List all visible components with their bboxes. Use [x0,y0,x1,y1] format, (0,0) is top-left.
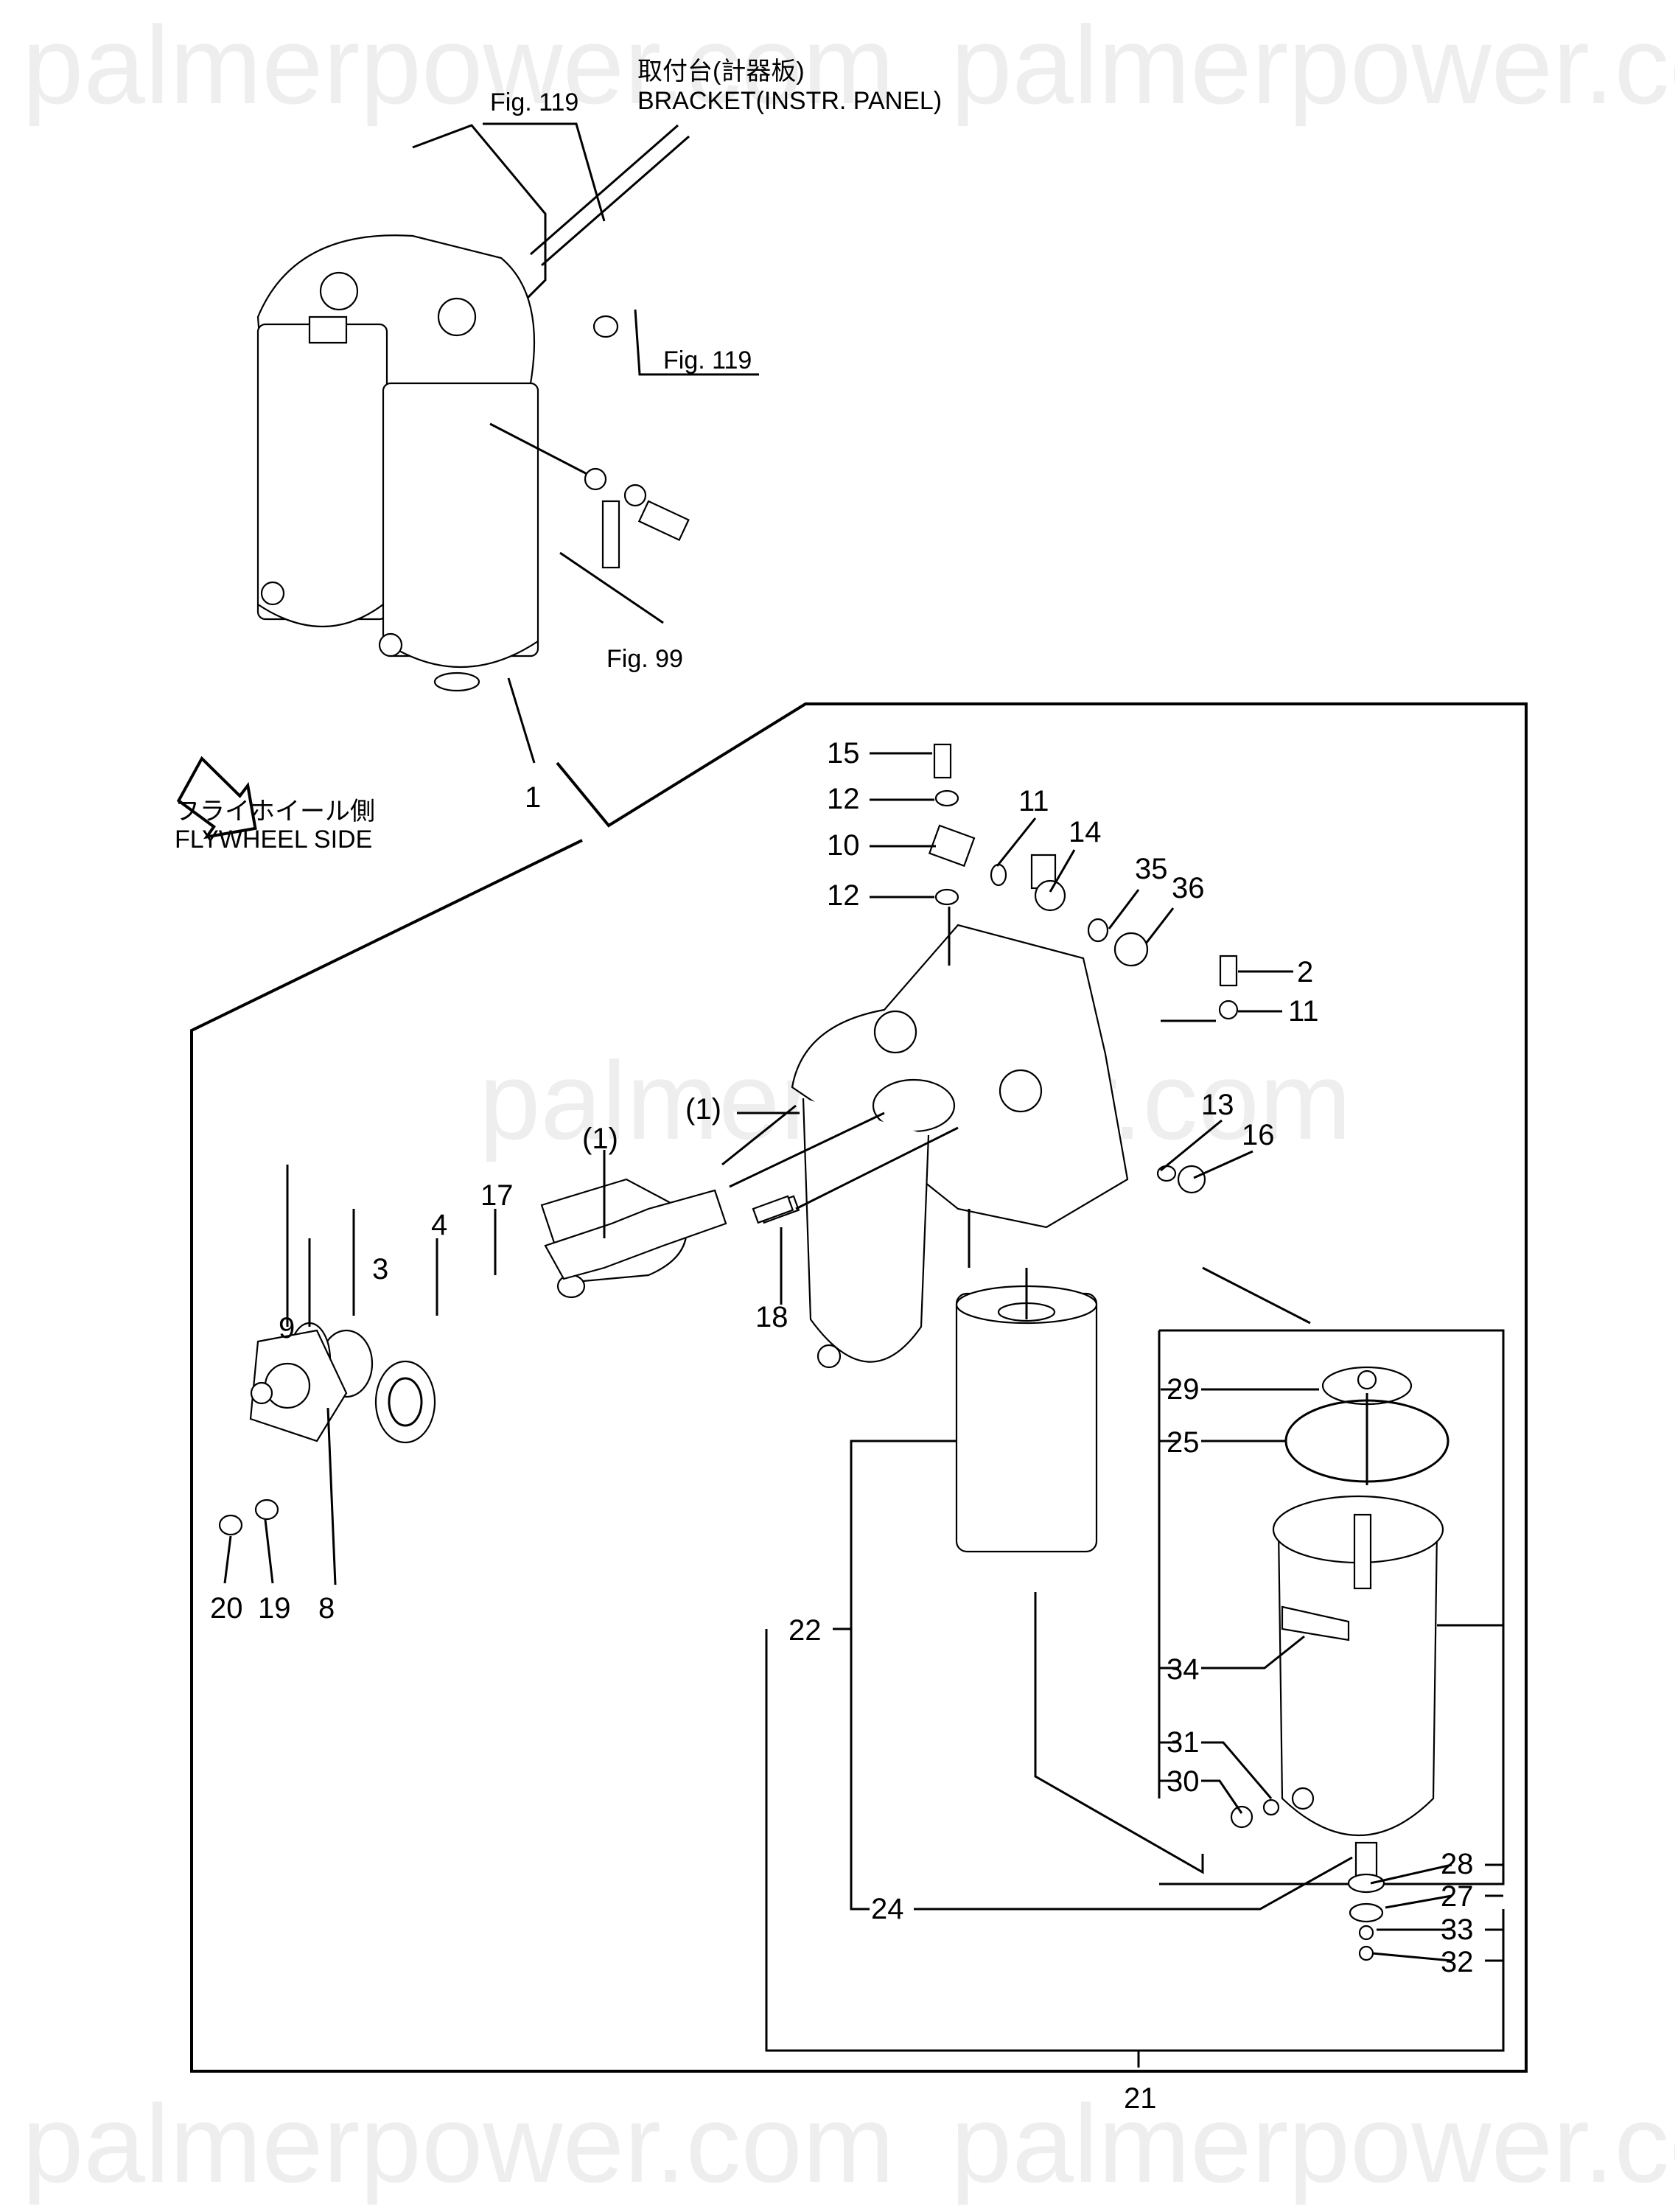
filter-element [955,1268,1204,1874]
fig99-leader [559,551,664,624]
part-label-21: 21 [1124,2082,1157,2115]
part-label-12: 12 [827,783,860,815]
watermark-bottom-left: palmerpower.com [22,2082,895,2205]
part-label-25: 25 [1167,1426,1200,1459]
part-label-12: 12 [827,879,860,912]
part-label-33: 33 [1441,1913,1474,1946]
part-label-35: 35 [1135,853,1168,885]
part-labels: 15 12 10 12 11 14 35 36 2 11 13 16 (1) (… [210,737,1474,2115]
part-label-27: 27 [1441,1880,1474,1913]
assembly-1-leader [507,677,536,764]
watermark-top-left: palmerpower.com [22,3,895,127]
part-label-32: 32 [1441,1946,1474,1978]
part-label-28: 28 [1441,1848,1474,1880]
part-label-17: 17 [480,1179,514,1212]
part-label-8: 8 [318,1592,335,1625]
part-label-10: 10 [827,829,860,862]
part-label-9: 9 [279,1312,295,1344]
part-label-1: 1 [525,781,541,814]
part-label-36: 36 [1172,872,1205,904]
flywheel-arrow-icon [176,756,257,840]
part-label-29: 29 [1167,1373,1200,1406]
part-label-30: 30 [1167,1765,1200,1798]
part-label-13: 13 [1201,1089,1234,1121]
valve-stem [544,1112,959,1305]
fig119-right-leader [634,309,759,376]
nut [592,315,619,338]
bracket-label-jp: 取付台(計器板) [637,57,805,86]
watermark-top-right: palmerpower.com [951,3,1675,127]
part-label-15: 15 [827,737,860,770]
part-label-1-sub: (1) [685,1093,721,1126]
filter-assembly-overview [256,124,547,692]
separator-bowl [1230,1366,1450,1961]
part-label-34: 34 [1167,1653,1200,1686]
flywheel-side-jp: フライホイール側 [175,798,375,826]
fig99-ref[interactable]: Fig. 99 [606,645,683,673]
filter-head-detail [791,924,1129,1369]
part-label-11: 11 [1288,995,1319,1028]
stud-bolt [530,124,690,267]
part-label-16: 16 [1242,1119,1275,1151]
group-21-bracket [765,1629,1505,2052]
part-label-18: 18 [755,1301,788,1333]
part-label-11: 11 [1018,785,1049,817]
flywheel-side-en: FLYWHEEL SIDE [175,826,372,854]
bowl-subassembly-box [1159,1329,1505,1885]
callout-leaders [721,752,1503,1962]
fig119-ref-right[interactable]: Fig. 119 [663,346,752,374]
part-label-1-sub: (1) [582,1123,618,1155]
part-24-leader [914,1856,1353,1911]
part-label-4: 4 [431,1209,447,1241]
part-label-20: 20 [210,1592,243,1625]
banjo-fitting [489,422,690,569]
part-label-3: 3 [372,1253,388,1285]
part-label-24: 24 [871,1893,904,1925]
part-label-31: 31 [1167,1726,1200,1759]
bowl-box-top-leader [1202,1266,1311,1325]
part-label-22: 22 [788,1614,822,1647]
part-label-19: 19 [258,1592,291,1625]
fig119-ref-top[interactable]: Fig. 119 [490,88,578,116]
part-label-14: 14 [1069,816,1102,848]
detail-callout-frame [190,702,1528,2073]
bracket-label-en: BRACKET(INSTR. PANEL) [637,87,942,115]
group-22-bracket [850,1440,957,1911]
fig119-top-leader [483,122,606,222]
part-label-2: 2 [1297,956,1313,988]
watermark-bottom-right: palmerpower.com [951,2082,1675,2205]
